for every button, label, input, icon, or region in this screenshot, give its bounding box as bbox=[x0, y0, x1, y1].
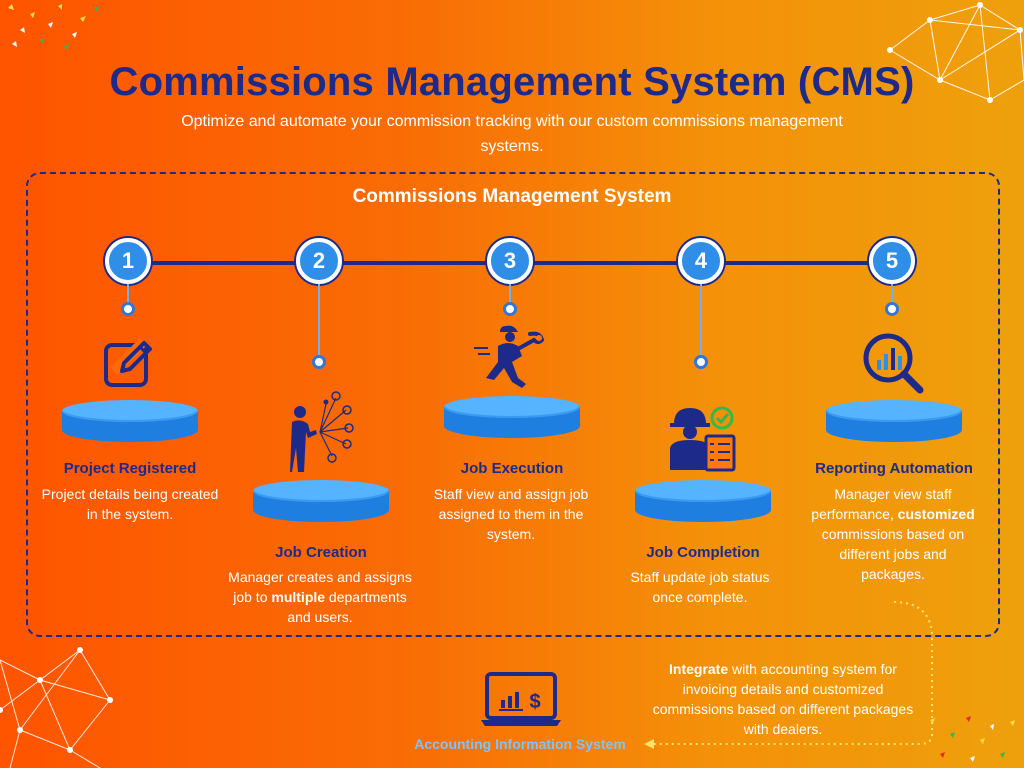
step-5-description: Manager view staff performance, customiz… bbox=[811, 486, 975, 582]
edit-icon bbox=[104, 338, 152, 387]
step-1-dot bbox=[121, 302, 135, 316]
manager-network-icon bbox=[290, 391, 354, 472]
step-5-pedestal bbox=[826, 400, 962, 442]
step-5-connector bbox=[891, 284, 893, 306]
step-3-pedestal bbox=[444, 396, 580, 438]
worker-wrench-icon bbox=[474, 325, 545, 388]
step-3-connector bbox=[509, 284, 511, 306]
page-title: Commissions Management System (CMS) bbox=[109, 60, 915, 104]
page-subtitle: Optimize and automate your commission tr… bbox=[181, 113, 843, 155]
step-2-pedestal bbox=[253, 480, 389, 522]
step-4-badge: 4 bbox=[678, 238, 724, 284]
step-1-connector bbox=[127, 284, 129, 306]
network-decoration-bottom-left bbox=[0, 647, 113, 768]
magnifier-chart-icon bbox=[863, 333, 924, 394]
laptop-finance-icon: $ bbox=[481, 672, 561, 726]
step-2-dot bbox=[312, 355, 326, 369]
step-3-dot bbox=[503, 302, 517, 316]
step-3-title: Job Execution bbox=[460, 460, 564, 477]
step-2-description: Manager creates and assigns job to multi… bbox=[228, 569, 412, 625]
step-5-dot bbox=[885, 302, 899, 316]
integration-flow-arrow bbox=[644, 601, 933, 749]
step-4-pedestal bbox=[635, 480, 771, 522]
network-decoration-top-right bbox=[887, 2, 1024, 103]
step-4-dot bbox=[694, 355, 708, 369]
worker-checklist-icon bbox=[670, 406, 736, 472]
step-2-title: Job Creation bbox=[275, 544, 367, 561]
step-5-title: Reporting Automation bbox=[815, 460, 973, 477]
integration-description: Integrate with accounting system for inv… bbox=[652, 661, 914, 737]
step-1-badge: 1 bbox=[105, 238, 151, 284]
step-1-pedestal bbox=[62, 400, 198, 442]
step-4-connector bbox=[700, 284, 702, 356]
confetti-decoration-top-left bbox=[8, 4, 99, 50]
step-3-badge: 3 bbox=[487, 238, 533, 284]
step-4-title: Job Completion bbox=[646, 544, 760, 561]
step-3-description: Staff view and assign job assigned to th… bbox=[433, 486, 589, 542]
step-4-description: Staff update job status once complete. bbox=[630, 569, 770, 605]
diagram-title: Commissions Management System bbox=[352, 186, 672, 207]
step-2-connector bbox=[318, 284, 320, 356]
accounting-system-label: Accounting Information System bbox=[414, 736, 626, 752]
step-2-badge: 2 bbox=[296, 238, 342, 284]
confetti-decoration-bottom-right bbox=[930, 716, 1015, 762]
step-1-description: Project details being created in the sys… bbox=[41, 486, 219, 522]
svg-text:$: $ bbox=[529, 691, 540, 713]
step-5-badge: 5 bbox=[869, 238, 915, 284]
step-1-title: Project Registered bbox=[63, 460, 197, 477]
diagram-frame bbox=[26, 172, 1000, 637]
